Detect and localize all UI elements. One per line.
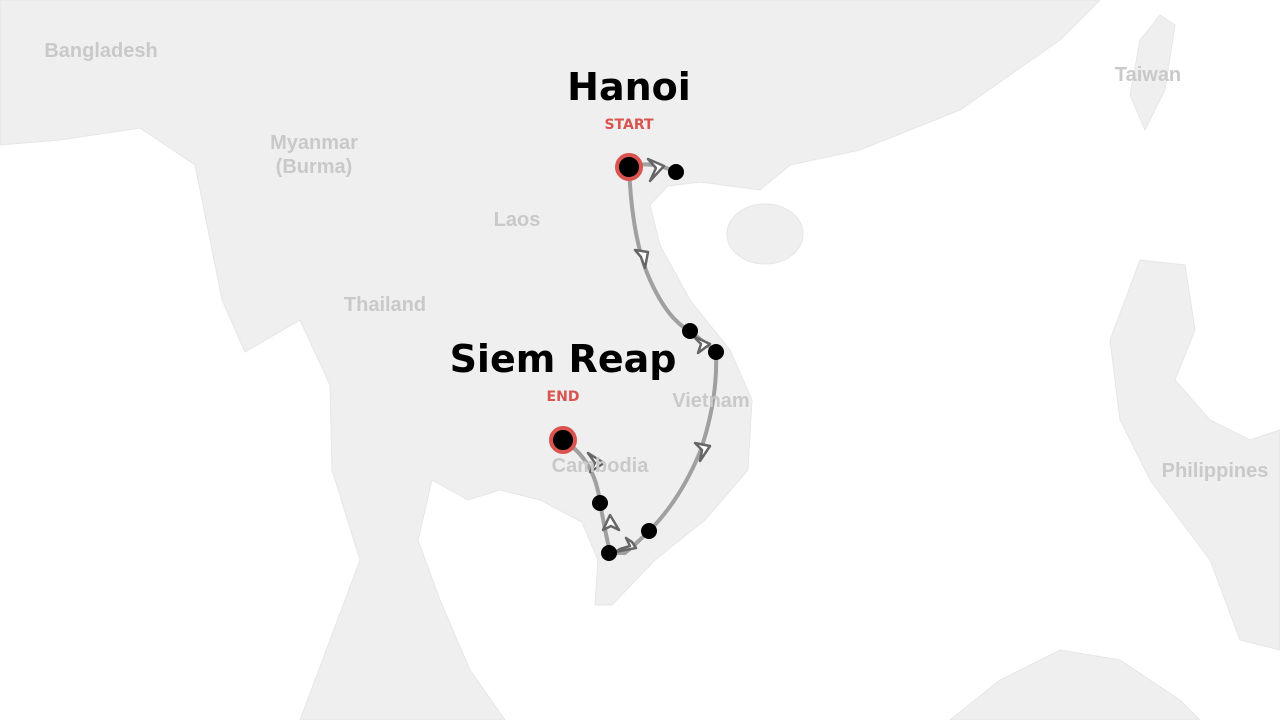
arrow-icon	[691, 334, 712, 355]
arrow-icon	[601, 513, 621, 532]
mainland-landmass	[0, 0, 1101, 720]
country-label: Thailand	[343, 294, 427, 316]
start-city-label: Hanoi	[567, 65, 691, 109]
stop-marker[interactable]	[641, 523, 657, 539]
arrow-icon	[646, 157, 666, 183]
philippines	[1109, 259, 1280, 651]
taiwan	[1129, 14, 1176, 132]
arrow-icon	[693, 441, 712, 463]
stop-marker[interactable]	[601, 545, 617, 561]
end-tag: END	[546, 389, 580, 405]
stop-marker[interactable]	[708, 344, 724, 360]
country-label: Taiwan	[1114, 64, 1182, 86]
start-tag: START	[604, 117, 654, 133]
end-city-label: Siem Reap	[449, 337, 677, 381]
country-label: Vietnam	[672, 390, 750, 412]
borneo	[949, 649, 1201, 720]
plane-icon	[613, 536, 638, 554]
end-marker[interactable]	[549, 426, 577, 454]
country-label: Laos	[493, 209, 541, 231]
country-label: Cambodia	[551, 455, 649, 477]
hainan	[726, 203, 804, 265]
stop-marker[interactable]	[668, 164, 684, 180]
arrow-icon	[586, 451, 606, 474]
stop-marker[interactable]	[592, 495, 608, 511]
country-label: Philippines	[1161, 460, 1269, 482]
stop-marker[interactable]	[682, 323, 698, 339]
country-label: Myanmar (Burma)	[270, 132, 358, 178]
start-marker[interactable]	[615, 153, 643, 181]
country-label: Bangladesh	[44, 40, 158, 62]
arrow-icon	[633, 248, 650, 270]
